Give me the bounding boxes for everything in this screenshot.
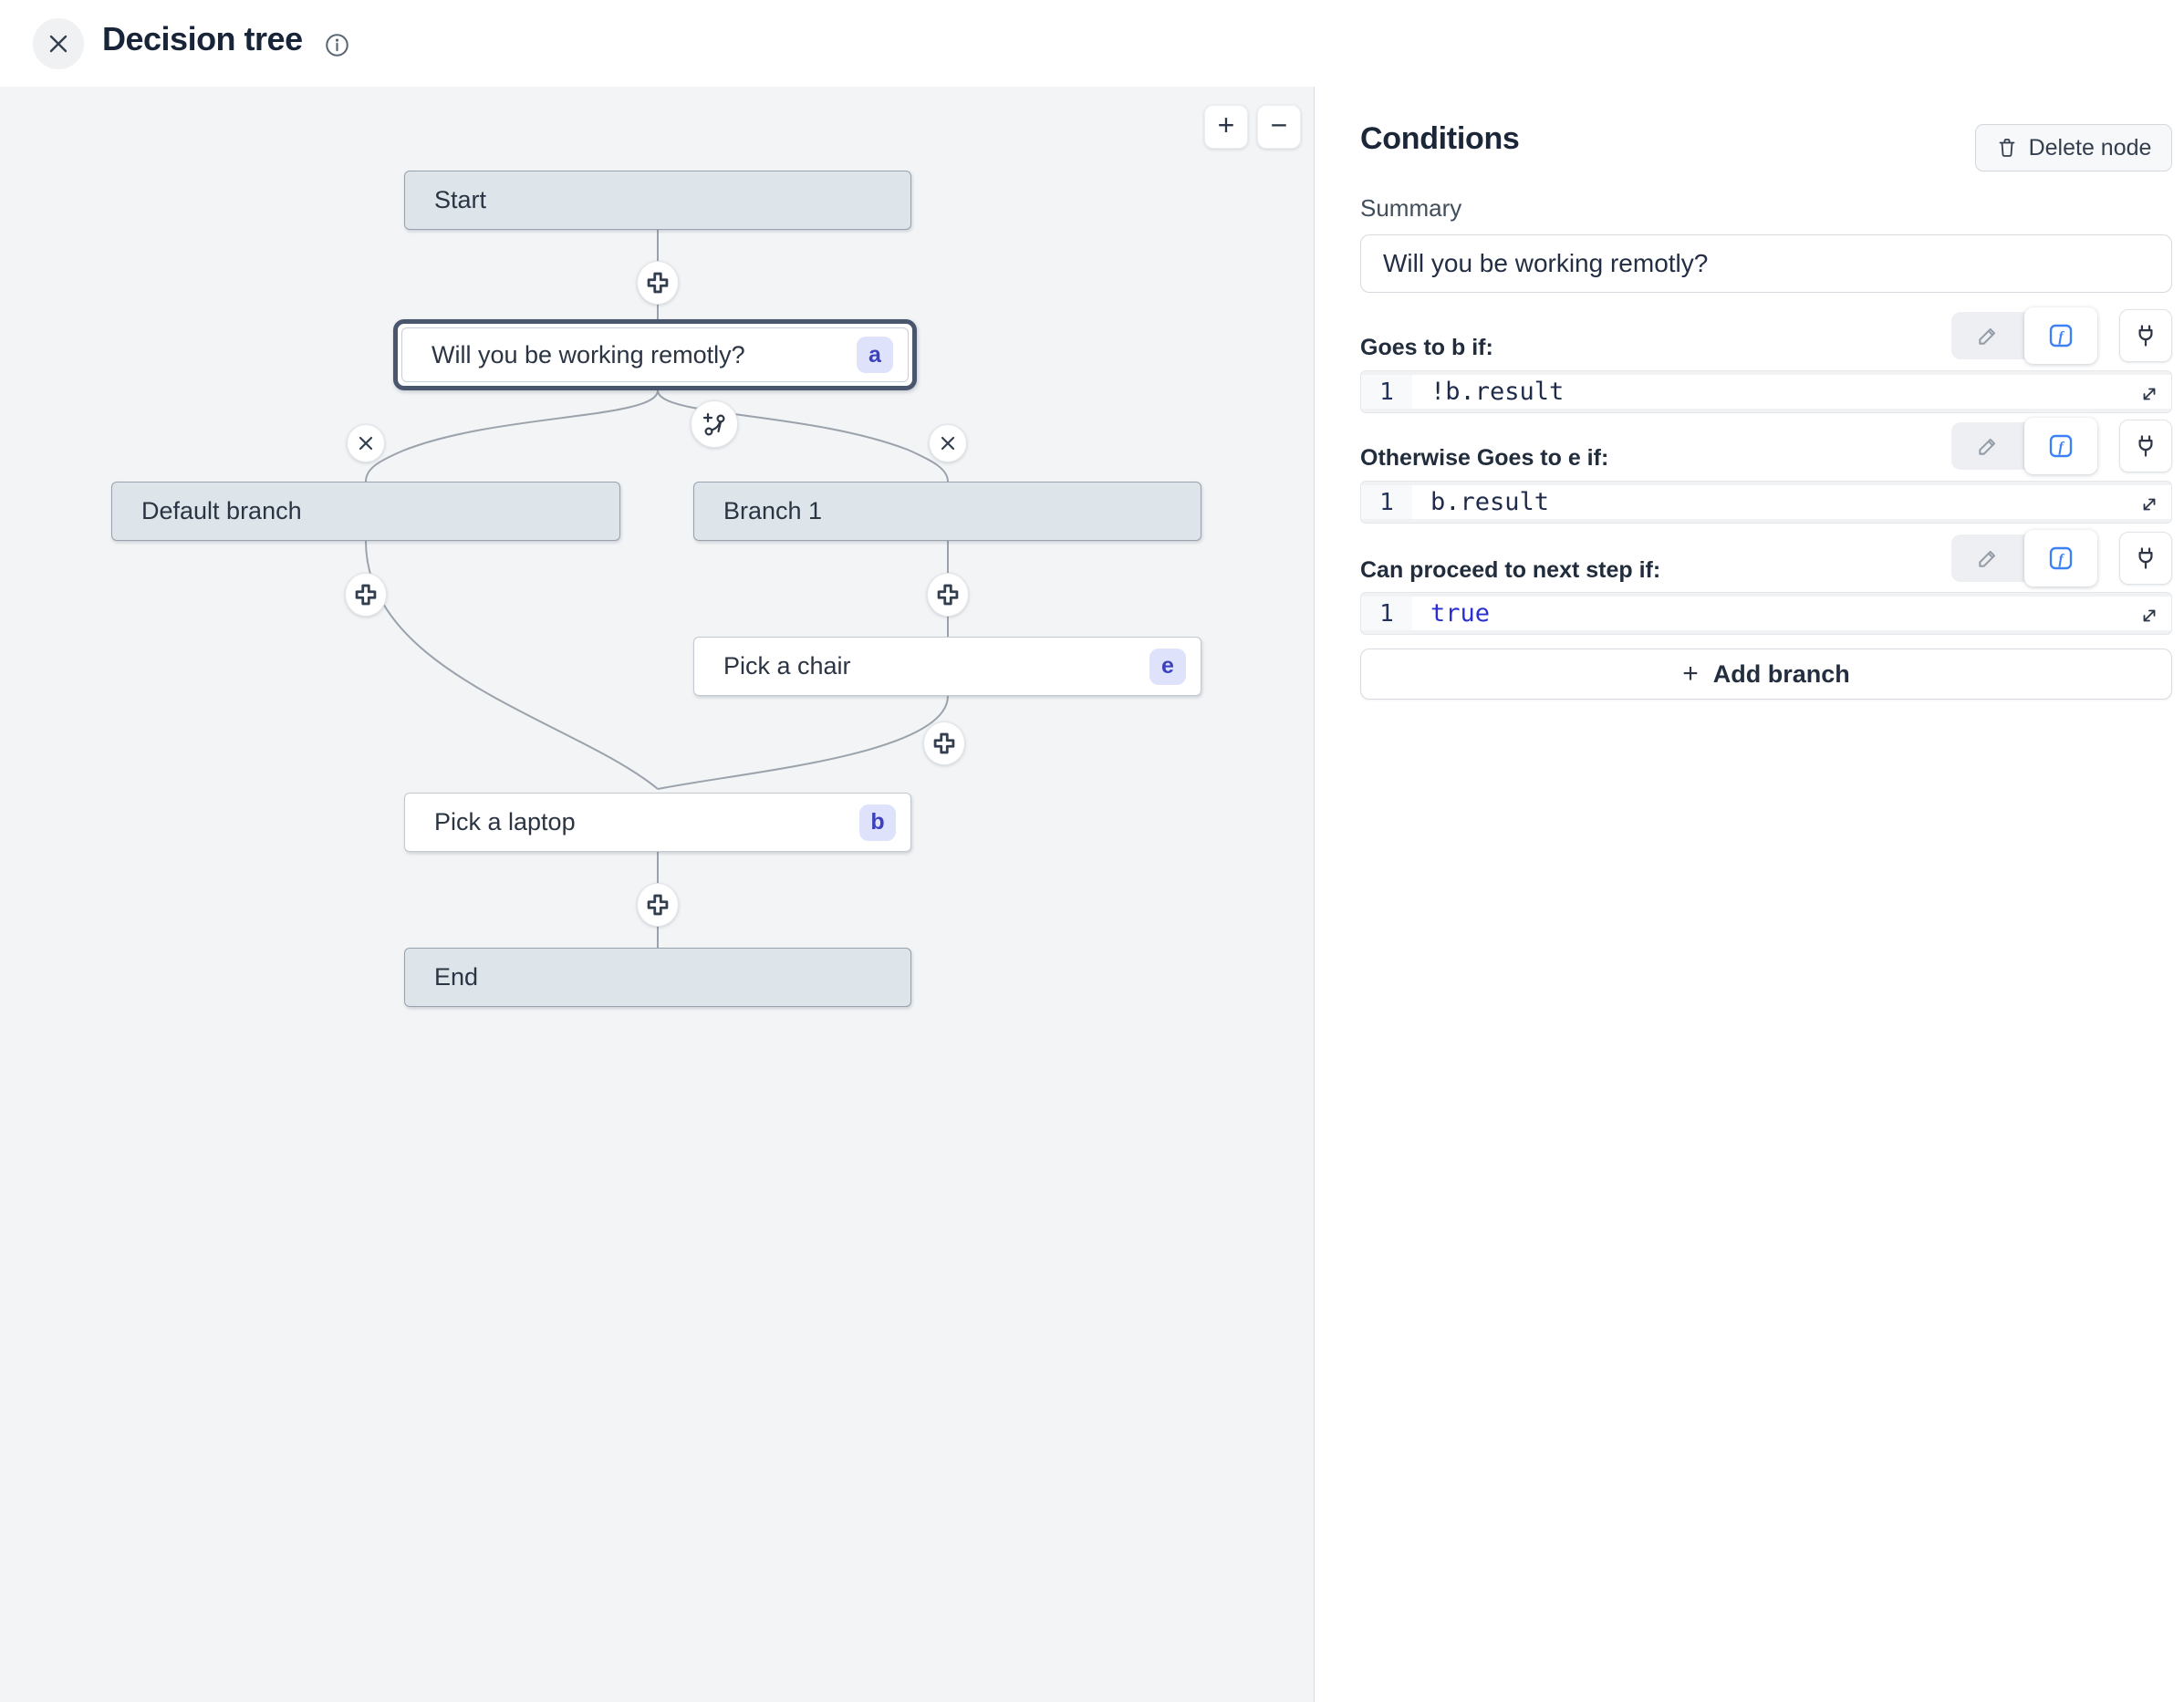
fx-mode-button[interactable]: f — [2024, 418, 2097, 474]
close-icon — [49, 35, 68, 53]
plus-icon: + — [1682, 659, 1699, 689]
pencil-icon — [1979, 327, 1996, 345]
rule-toolbar-1: f — [1951, 418, 2172, 474]
svg-text:f: f — [2058, 329, 2064, 345]
expand-icon — [2143, 498, 2156, 511]
expand-icon — [2143, 388, 2156, 400]
code-value: true — [1430, 599, 1491, 628]
delete-node-label: Delete node — [2028, 134, 2152, 161]
fx-icon: f — [2049, 434, 2073, 458]
edit-mode-button[interactable] — [1951, 422, 2024, 470]
node-start[interactable]: Start — [404, 171, 911, 230]
node-label: Start — [434, 186, 487, 213]
plus-icon — [937, 584, 959, 606]
editor-mode-toggle: f — [1951, 530, 2097, 586]
connect-source-button[interactable] — [2119, 309, 2172, 362]
line-number: 1 — [1361, 485, 1412, 519]
line-number: 1 — [1361, 597, 1412, 630]
rule-label-can-proceed: Can proceed to next step if: — [1360, 557, 1661, 583]
code-editor-can-proceed[interactable]: 1 true — [1360, 592, 2172, 635]
node-end[interactable]: End — [404, 948, 911, 1007]
rule-toolbar-0: f — [1951, 307, 2172, 364]
node-label: Will you be working remotly? — [432, 340, 745, 368]
close-icon — [941, 436, 955, 451]
node-badge: a — [857, 337, 893, 373]
edit-mode-button[interactable] — [1951, 312, 2024, 359]
node-label: Branch 1 — [723, 497, 823, 524]
expand-editor-button[interactable] — [2131, 597, 2168, 630]
connect-source-button[interactable] — [2119, 532, 2172, 585]
fx-icon: f — [2049, 324, 2073, 348]
header: Decision tree — [0, 0, 2184, 87]
node-branch-1[interactable]: Branch 1 — [693, 482, 1201, 541]
fx-mode-button[interactable]: f — [2024, 307, 2097, 364]
node-pick-a-chair[interactable]: Pick a chair e — [693, 637, 1201, 696]
pencil-icon — [1979, 438, 1996, 455]
fx-mode-button[interactable]: f — [2024, 530, 2097, 586]
svg-text:f: f — [2058, 552, 2064, 567]
plus-icon — [933, 732, 955, 754]
close-button[interactable] — [33, 18, 84, 69]
node-badge: b — [859, 804, 896, 841]
add-branch-button[interactable]: + Add branch — [1360, 649, 2172, 700]
node-condition-selected[interactable]: Will you be working remotly? a — [393, 319, 917, 390]
node-pick-a-laptop[interactable]: Pick a laptop b — [404, 793, 911, 852]
add-node-button-branch1[interactable] — [927, 573, 969, 617]
flow-canvas[interactable]: Start Will you be working remotly? a Def… — [0, 87, 1315, 1702]
code-editor-goes-to-b[interactable]: 1 !b.result — [1360, 370, 2172, 413]
add-branch-fork-button[interactable] — [691, 400, 738, 448]
plus-icon — [647, 272, 669, 294]
info-icon[interactable] — [325, 33, 349, 57]
node-condition[interactable]: Will you be working remotly? a — [401, 327, 909, 382]
svg-text:f: f — [2058, 440, 2064, 455]
code-value: !b.result — [1430, 378, 1565, 406]
expand-icon — [2143, 609, 2156, 622]
plug-icon — [2138, 435, 2153, 457]
add-node-button-top[interactable] — [637, 261, 679, 305]
connect-source-button[interactable] — [2119, 420, 2172, 472]
plus-icon — [647, 894, 669, 916]
code-value: b.result — [1430, 488, 1550, 516]
node-label: Pick a laptop — [434, 808, 576, 835]
page-title: Decision tree — [102, 20, 303, 57]
node-default-branch[interactable]: Default branch — [111, 482, 620, 541]
add-branch-label: Add branch — [1712, 659, 1850, 688]
expand-editor-button[interactable] — [2131, 376, 2168, 409]
add-node-button-bottom[interactable] — [637, 883, 679, 927]
remove-branch-button-left[interactable] — [347, 424, 385, 462]
edit-mode-button[interactable] — [1951, 534, 2024, 582]
plug-icon — [2138, 547, 2153, 569]
plus-icon — [355, 584, 377, 606]
fx-icon: f — [2049, 546, 2073, 570]
expand-editor-button[interactable] — [2131, 486, 2168, 519]
node-label: Pick a chair — [723, 652, 851, 680]
remove-branch-button-right[interactable] — [929, 424, 967, 462]
editor-mode-toggle: f — [1951, 418, 2097, 474]
code-editor-otherwise-goes-to-e[interactable]: 1 b.result — [1360, 481, 2172, 524]
line-number: 1 — [1361, 375, 1412, 409]
pencil-icon — [1979, 550, 1996, 567]
rule-label-otherwise-goes-to-e: Otherwise Goes to e if: — [1360, 445, 1609, 471]
rule-toolbar-2: f — [1951, 530, 2172, 586]
summary-input[interactable] — [1360, 234, 2172, 293]
conditions-panel: Conditions Delete node Summary Goes to b… — [1315, 87, 2184, 1702]
node-badge: e — [1149, 648, 1186, 685]
editor-mode-toggle: f — [1951, 307, 2097, 364]
add-node-button-chair[interactable] — [923, 721, 965, 765]
panel-title: Conditions — [1360, 121, 1520, 156]
delete-node-button[interactable]: Delete node — [1975, 124, 2172, 171]
plug-icon — [2138, 325, 2153, 347]
summary-label: Summary — [1360, 194, 1462, 222]
zoom-out-button[interactable]: − — [1257, 105, 1301, 149]
add-node-button-default[interactable] — [345, 573, 387, 617]
add-branch-icon — [702, 412, 725, 436]
zoom-in-button[interactable]: + — [1204, 105, 1248, 149]
close-icon — [359, 436, 373, 451]
node-label: Default branch — [141, 497, 302, 524]
node-label: End — [434, 963, 479, 991]
rule-label-goes-to-b: Goes to b if: — [1360, 335, 1493, 360]
trash-icon — [1999, 139, 2014, 157]
